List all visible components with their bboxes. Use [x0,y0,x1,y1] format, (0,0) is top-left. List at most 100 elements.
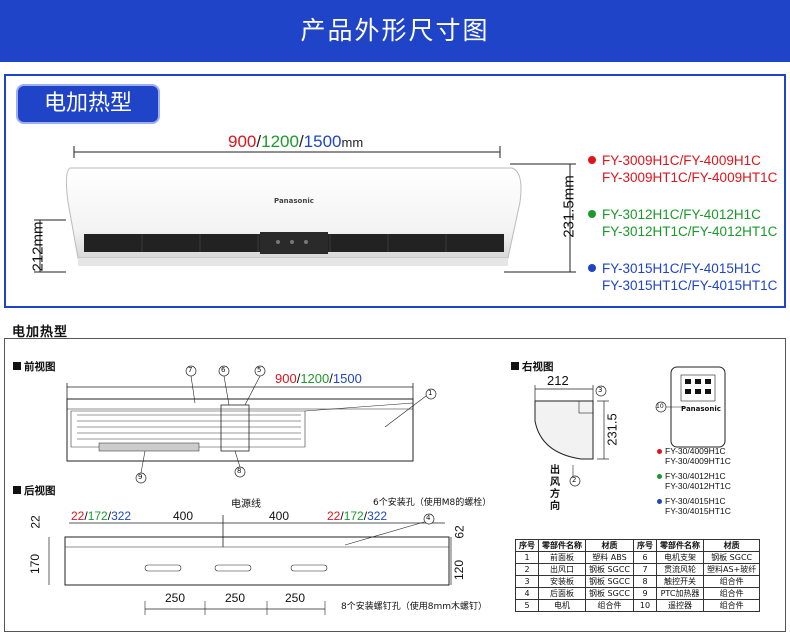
rear-bottom-1: 250 [165,591,186,605]
callout-10: 10 [656,403,664,410]
table-header: 零部件名称 [656,539,704,552]
model-line: FY-3015H1C/FY-4015H1C [602,261,761,276]
callout-4: 4 [426,514,431,522]
brand-logo: Panasonic [274,197,314,205]
air-curtain-image [65,167,522,266]
table-cell: 电机支架 [656,551,704,564]
square-bullet-icon [13,362,21,370]
rear-left-22: 22 [28,515,43,529]
front-width-900: 900 [275,371,297,386]
width-sep: / [298,132,304,151]
right-view-height: 231.5 [604,413,620,446]
remote-model-line: FY-30/4009H1C [665,446,726,456]
model-group-1500: FY-3015H1C/FY-4015H1C FY-3015HT1C/FY-401… [588,260,777,294]
right-view-label: 右视图 [511,359,554,374]
technical-drawing: 前视图 后视图 右视图 [4,338,786,632]
table-cell: 后面板 [538,587,586,600]
table-cell: 10 [633,599,657,612]
table-cell: 电机 [538,599,586,612]
table-cell: 6 [633,551,657,564]
outlet-char: 方 [550,489,560,500]
table-header: 零部件名称 [538,539,586,552]
model-line: FY-3012HT1C/FY-4012HT1C [602,224,778,239]
table-cell: 前面板 [538,551,586,564]
table-header-row: 序号 零部件名称 材质 序号 零部件名称 材质 [515,539,761,552]
blue-dot-icon [588,264,596,272]
table-header: 材质 [702,539,761,552]
table-header: 材质 [585,539,634,552]
width-sep: / [256,132,262,151]
sep: / [107,509,112,523]
width-dimension: 900/1200/1500mm [228,132,363,152]
table-cell: 塑料AS+玻纤 [702,563,761,576]
front-width-dimension: 900/1200/1500 [275,371,362,386]
sep: / [84,509,88,523]
callout-3: 3 [598,386,603,394]
square-bullet-icon [13,486,21,494]
model-line: FY-3009H1C/FY-4009H1C [602,153,761,168]
blue-dot-icon [657,499,662,504]
model-line: FY-3015HT1C/FY-4015HT1C [602,278,778,293]
table-cell: 2 [515,563,539,576]
model-group-1200: FY-3012H1C/FY-4012H1C FY-3012HT1C/FY-401… [588,206,777,240]
offset-322: 322 [367,509,388,523]
table-cell: 组合件 [702,575,761,588]
rear-bottom-2: 250 [225,591,246,605]
depth-label: 231.5mm [560,175,578,238]
width-unit: mm [341,135,364,150]
table-cell: PTC加热器 [656,587,704,600]
table-cell: 组合件 [702,587,761,600]
screw-holes-label: 8个安装螺钉孔（使用8mm木螺钉） [341,602,487,612]
rear-left-170: 170 [28,553,43,575]
rear-bottom-3: 250 [285,591,306,605]
remote-model-line: FY-30/4012H1C [665,471,726,481]
offset-172: 172 [343,509,364,523]
dimension-lines [34,146,576,273]
remote-model-line: FY-30/4015H1C [665,496,726,506]
height-label: 212mm [29,221,47,272]
table-cell: 3 [515,575,539,588]
model-list: FY-3009H1C/FY-4009H1C FY-3009HT1C/FY-400… [588,152,777,314]
rear-view-label: 后视图 [13,483,56,498]
rear-right-offset: 22/172/322 [327,509,387,523]
table-cell: 遥控器 [656,599,704,612]
green-dot-icon [588,210,596,218]
photo-panel: 电加热型 900/1200/1500mm 212mm 231.5mm [4,74,786,308]
table-header: 序号 [515,539,539,552]
rear-spacing-1: 400 [173,509,194,523]
table-cell: 贯流风轮 [656,563,704,576]
sep: / [363,509,368,523]
outlet-char: 向 [550,501,560,512]
front-width-1500: 1500 [332,371,362,386]
sep: / [340,509,344,523]
offset-172: 172 [87,509,108,523]
red-dot-icon [657,449,662,454]
width-900: 900 [228,132,257,151]
table-cell: 组合件 [585,599,634,612]
square-bullet-icon [511,362,519,370]
offset-22: 22 [327,509,341,523]
table-cell: 4 [515,587,539,600]
table-cell: 钢板 SGCC [585,563,634,576]
table-cell: 塑料 ABS [585,551,634,564]
callout-1: 1 [428,389,433,397]
remote-model-line: FY-30/4012HT1C [665,480,731,491]
drawing-section-title: 电加热型 [12,325,69,340]
outlet-char: 风 [550,477,560,488]
power-cord-label: 电源线 [231,499,261,510]
rear-left-offset: 22/172/322 [71,509,131,523]
front-width-1200: 1200 [300,371,330,386]
drawing-lines [48,365,726,615]
callout-5: 5 [257,366,262,374]
table-cell: 出风口 [538,563,586,576]
table-cell: 安装板 [538,575,586,588]
table-header: 序号 [633,539,657,552]
